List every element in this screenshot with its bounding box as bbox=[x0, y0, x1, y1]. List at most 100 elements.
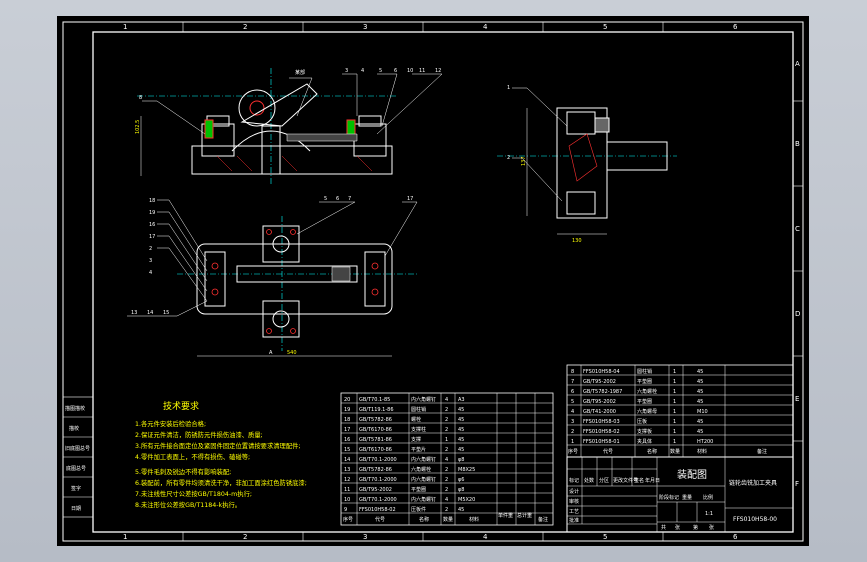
zone-bottom-label: 3 bbox=[363, 533, 367, 541]
tb-stage-col: 比例 bbox=[703, 494, 713, 501]
bom-cell: 夹具体 bbox=[637, 438, 652, 445]
tb-mark-col: 更改文件号 bbox=[613, 477, 638, 484]
zone-top-label: 6 bbox=[733, 23, 738, 31]
tb-role: 工艺 bbox=[569, 509, 579, 515]
dim-side-height: 137 bbox=[521, 156, 527, 166]
bom-cell: 压板件 bbox=[411, 506, 426, 513]
bom-cell: 2 bbox=[445, 487, 448, 493]
tech-title: 技术要求 bbox=[163, 400, 199, 412]
left-stamp: 描图描校 描校 旧底图总号 底图总号 签字 日期 bbox=[62, 396, 94, 518]
zone-bottom-label: 2 bbox=[243, 533, 247, 541]
bom-cell: 2 bbox=[445, 447, 448, 453]
bom-cell: 15 bbox=[344, 447, 350, 453]
tech-item: 5.零件毛刺及锐边不得有影响装配; bbox=[135, 467, 231, 476]
bom-cell: 4 bbox=[445, 457, 448, 463]
bom-cell: FFS010H58-03 bbox=[583, 419, 620, 425]
tb-scale: 1:1 bbox=[705, 511, 713, 517]
top-balloon: 13 bbox=[131, 310, 137, 316]
bom-cell: 45 bbox=[458, 417, 464, 423]
bom-cell: φ8 bbox=[458, 457, 464, 463]
bom-cell: 45 bbox=[697, 419, 703, 425]
zone-top-label: 5 bbox=[603, 23, 607, 31]
bom-cell: FFS010H58-04 bbox=[583, 369, 620, 375]
bom-header: 材料 bbox=[697, 448, 707, 455]
stamp-label: 日期 bbox=[71, 506, 81, 512]
bom-cell: GB/T5782-86 bbox=[359, 417, 392, 423]
bom-cell: 1 bbox=[673, 409, 676, 415]
tb-mark-col: 处数 bbox=[584, 477, 594, 484]
title-block: 标记 处数 分区 更改文件号 签名 年月日 设计 审核 工艺 批准 装配图 阶段… bbox=[566, 456, 794, 533]
bom-cell: 11 bbox=[344, 487, 350, 493]
front-balloon: 4 bbox=[361, 68, 364, 74]
zone-top-label: 1 bbox=[123, 23, 127, 31]
front-balloon: 5 bbox=[379, 68, 382, 74]
stamp-label: 旧底图总号 bbox=[65, 445, 90, 452]
bom-cell: 45 bbox=[697, 429, 703, 435]
zone-right-label: E bbox=[795, 395, 799, 403]
bom-cell: 5 bbox=[571, 399, 574, 405]
bom-cell: GB/T70.1-2000 bbox=[359, 457, 397, 463]
bom-cell: 2 bbox=[571, 429, 574, 435]
tb-mark-col: 签名 bbox=[634, 477, 644, 484]
bom-header: 代号 bbox=[375, 516, 385, 523]
outer-frame bbox=[62, 21, 804, 542]
bom-cell: GB/T5781-86 bbox=[359, 437, 392, 443]
tb-role: 批准 bbox=[569, 517, 579, 524]
bom-lower: 20 GB/T70.1-85 内六角螺钉 4 A3 19 GB/T119.1-8… bbox=[340, 392, 554, 526]
bom-cell: 45 bbox=[697, 389, 703, 395]
bom-cell: 16 bbox=[344, 437, 350, 443]
bom-cell: 支撑柱 bbox=[411, 426, 426, 433]
bom-cell: 17 bbox=[344, 427, 350, 433]
bom-cell: 支撑 bbox=[411, 436, 421, 443]
bom-cell: 8 bbox=[571, 369, 574, 375]
bom-cell: 六角螺母 bbox=[637, 408, 657, 415]
zone-top-label: 4 bbox=[483, 23, 488, 31]
bom-cell: 10 bbox=[344, 497, 350, 503]
bom-cell: 2 bbox=[445, 467, 448, 473]
bom-cell: 1 bbox=[673, 419, 676, 425]
dim-top-width: 540 bbox=[287, 350, 297, 356]
side-balloon: 2 bbox=[507, 155, 510, 161]
bom-cell: 2 bbox=[445, 417, 448, 423]
bom-cell: GB/T119.1-86 bbox=[359, 407, 394, 413]
bom-cell: GB/T95-2002 bbox=[583, 399, 616, 405]
bom-upper-rows: 8 FFS010H58-04 圆柱销 1 45 7 GB/T95-2002 平垫… bbox=[571, 368, 713, 445]
drawing-number: FFS010H58-00 bbox=[733, 516, 777, 523]
bom-cell: 12 bbox=[344, 477, 350, 483]
bom-cell: 45 bbox=[458, 507, 464, 513]
bom-cell: GB/T70.1-2000 bbox=[359, 477, 397, 483]
zone-ticks bbox=[182, 22, 803, 541]
bom-cell: 9 bbox=[344, 507, 347, 513]
zone-top-label: 3 bbox=[363, 23, 367, 31]
bom-cell: 2 bbox=[445, 427, 448, 433]
bom-cell: 内六角螺钉 bbox=[411, 496, 436, 503]
bom-cell: M8X25 bbox=[458, 467, 475, 473]
tb-role: 审核 bbox=[569, 498, 579, 505]
drawing-sheet[interactable]: 1 2 3 4 5 6 1 2 3 4 5 6 A B C D E F bbox=[57, 16, 809, 546]
assembly-drawing: 1 2 3 4 5 6 1 2 3 4 5 6 A B C D E F bbox=[62, 21, 804, 542]
dim-side-width: 130 bbox=[572, 238, 582, 244]
bom-cell: 45 bbox=[458, 427, 464, 433]
tb-sheet: 第 bbox=[693, 524, 698, 531]
top-balloon: 14 bbox=[147, 310, 153, 316]
top-balloon: 15 bbox=[163, 310, 169, 316]
front-balloon: 8 bbox=[139, 95, 142, 101]
bom-header: 序号 bbox=[568, 448, 578, 455]
bom-cell: 2 bbox=[445, 407, 448, 413]
bom-cell: 4 bbox=[571, 409, 574, 415]
drawing-name: 装配图 bbox=[677, 468, 707, 481]
tech-item: 8.未注形位公差按GB/T1184-k执行。 bbox=[135, 500, 241, 509]
bom-cell: 1 bbox=[673, 429, 676, 435]
zone-right-label: C bbox=[795, 225, 800, 233]
bom-cell: M10 bbox=[697, 409, 708, 415]
bom-cell: A3 bbox=[458, 397, 465, 403]
bom-upper-header: 序号 代号 名称 数量 材料 备注 bbox=[568, 448, 767, 455]
bom-cell: GB/T70.1-2000 bbox=[359, 497, 397, 503]
stamp-label: 描校 bbox=[69, 425, 79, 432]
zone-labels-right: A B C D E F bbox=[795, 60, 800, 488]
bom-cell: GB/T95-2002 bbox=[583, 379, 616, 385]
bom-header: 材料 bbox=[469, 516, 479, 523]
bom-cell: φ8 bbox=[458, 487, 464, 493]
front-balloon: 12 bbox=[435, 68, 441, 74]
top-balloon: 3 bbox=[149, 258, 152, 264]
